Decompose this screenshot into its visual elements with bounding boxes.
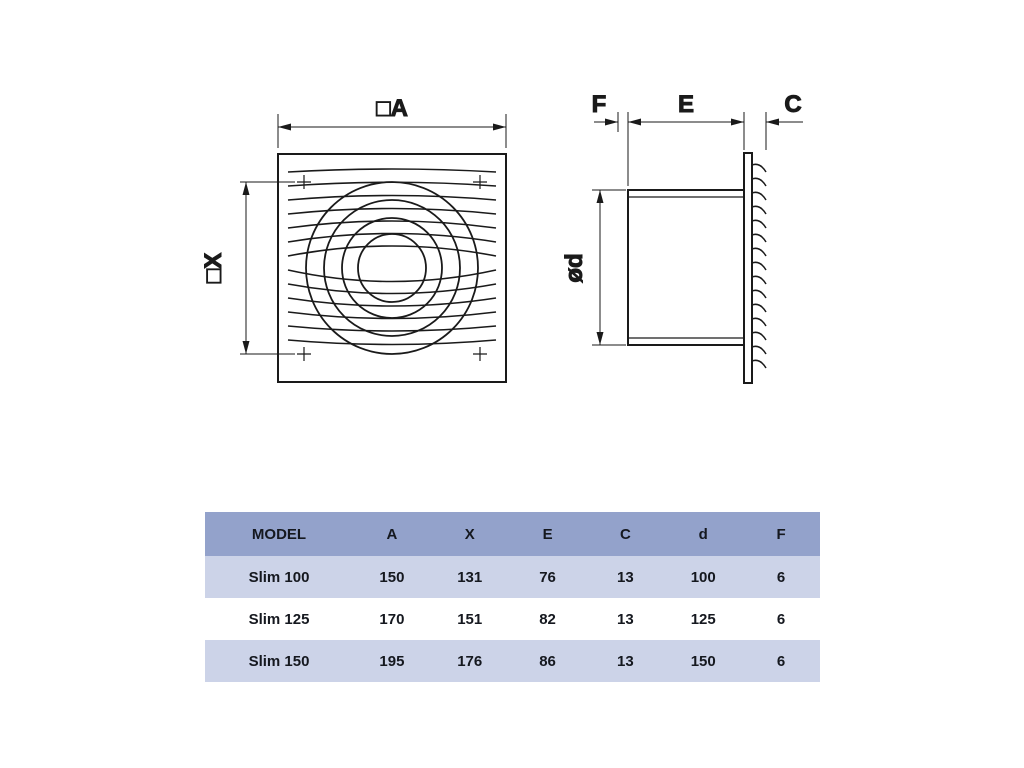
mounting-marks [297,175,487,361]
table-row: Slim 150 195 176 86 13 150 6 [205,640,820,682]
spec-cell: 125 [690,610,716,628]
dimension-label-c: C [784,91,801,118]
spec-cell: 86 [539,652,556,670]
spec-cell: 6 [776,568,786,586]
duct-outline [627,189,745,346]
model-cell: Slim 100 [248,568,310,586]
dimension-f-e-c [594,112,803,186]
table-header-row: MODEL A X E C d F [205,512,820,556]
column-header-c: C [586,512,665,556]
duct-wall-lines [628,196,744,339]
spec-cell: 6 [776,610,786,628]
spec-cell: 150 [690,652,716,670]
spec-cell: 6 [776,652,786,670]
column-header-x: X [430,512,509,556]
spec-cell: 131 [457,568,483,586]
grille-profile [751,163,767,369]
model-cell: Slim 125 [248,610,310,628]
dimension-label-e: E [678,91,694,118]
grille-rings [305,181,479,355]
dimension-label-a: □A [376,95,408,122]
spec-cell: 176 [457,652,483,670]
dimension-x [240,181,295,355]
dimension-label-f: F [592,91,607,118]
spec-cell: 13 [617,568,634,586]
column-header-d: d [664,512,743,556]
spec-cell: 151 [457,610,483,628]
panel-profile [743,152,753,384]
dimension-a [277,114,507,148]
front-panel-outline [277,153,507,383]
model-cell: Slim 150 [248,652,310,670]
column-header-model: MODEL [205,512,353,556]
front-view-drawing: □A □X [200,95,507,383]
spec-cell: 150 [379,568,405,586]
side-view-drawing: F E C ød [561,91,803,384]
technical-drawing: □A □X [200,91,803,384]
column-header-f: F [742,512,820,556]
spec-table: MODEL A X E C d F Slim 100 150 131 76 13… [205,512,820,682]
column-header-e: E [508,512,587,556]
column-header-a: A [353,512,431,556]
dimension-label-x: □X [200,253,227,284]
dimension-d [592,189,626,346]
table-row: Slim 125 170 151 82 13 125 6 [205,598,820,640]
spec-cell: 170 [379,610,405,628]
table-row: Slim 100 150 131 76 13 100 6 [205,556,820,598]
spec-cell: 13 [617,652,634,670]
spec-cell: 195 [379,652,405,670]
spec-cell: 13 [617,610,634,628]
spec-cell: 82 [539,610,556,628]
dimension-label-diameter: ød [561,253,588,282]
spec-cell: 100 [690,568,716,586]
spec-cell: 76 [539,568,556,586]
